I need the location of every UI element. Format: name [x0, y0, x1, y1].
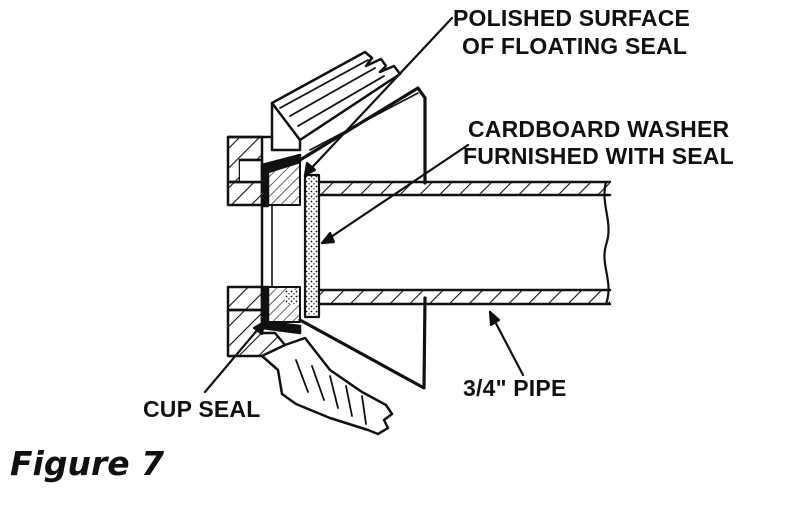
- leader-cup-seal: [203, 320, 266, 394]
- label-cup-seal: CUP SEAL: [143, 396, 261, 422]
- figure-caption: Figure 7: [10, 444, 165, 483]
- floating-seal-body: [267, 161, 301, 206]
- label-polished-surface-line2: OF FLOATING SEAL: [462, 33, 688, 59]
- leader-pipe: [488, 310, 525, 377]
- label-pipe: 3/4" PIPE: [463, 375, 567, 401]
- label-polished-surface-line1: POLISHED SURFACE: [453, 5, 691, 31]
- label-cardboard-washer-line2: FURNISHED WITH SEAL: [463, 143, 734, 169]
- cardboard-washer: [303, 173, 321, 319]
- lower-flange: [226, 285, 264, 312]
- label-cardboard-washer-line1: CARDBOARD WASHER: [468, 116, 730, 142]
- pipe: [317, 180, 612, 306]
- floating-seal-cone: [298, 86, 427, 390]
- leader-washer: [320, 143, 470, 245]
- lower-housing: [260, 336, 394, 436]
- leader-polished: [303, 16, 454, 177]
